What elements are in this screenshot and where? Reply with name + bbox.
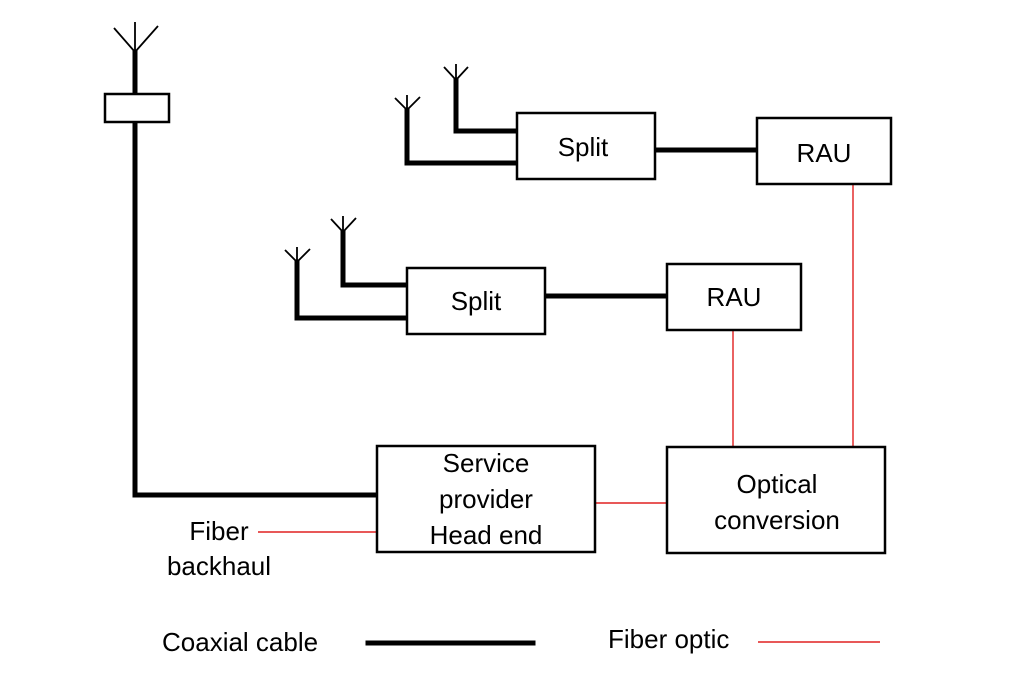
coax-antenna-top-a bbox=[453, 77, 520, 134]
antenna-icon bbox=[113, 22, 159, 53]
rau-mid-box bbox=[665, 262, 803, 332]
head-end-label-line3: Head end bbox=[430, 520, 543, 550]
coax-mast-to-head-end bbox=[132, 49, 380, 498]
rau-mid-label: RAU bbox=[707, 282, 762, 312]
coax-antenna-mid-b bbox=[294, 259, 410, 321]
head-end-label-line1: Service bbox=[443, 448, 530, 478]
legend-fiber-label: Fiber optic bbox=[608, 624, 729, 654]
optical-conversion-label-line1: Optical bbox=[737, 469, 818, 499]
mast-connector bbox=[103, 92, 171, 124]
legend-coaxial-label: Coaxial cable bbox=[162, 627, 318, 657]
head-end-label-line2: provider bbox=[439, 484, 533, 514]
rau-top-label: RAU bbox=[797, 138, 852, 168]
optical-conversion-label-line2: conversion bbox=[714, 505, 840, 535]
coax-antenna-top-b bbox=[404, 107, 520, 166]
antenna-icon bbox=[284, 247, 311, 263]
fiber-backhaul-label-line1: Fiber bbox=[189, 516, 249, 546]
legend: Coaxial cable Fiber optic bbox=[162, 624, 880, 657]
fiber-backhaul-label-line2: backhaul bbox=[167, 551, 271, 581]
antenna-icon bbox=[443, 64, 469, 81]
optical-conversion-box bbox=[665, 445, 887, 555]
antenna-icon bbox=[394, 95, 421, 111]
head-end-box bbox=[375, 444, 597, 554]
antenna-icon bbox=[330, 216, 357, 233]
split-top-box bbox=[515, 111, 657, 181]
rau-top-box bbox=[755, 116, 893, 186]
split-mid-label: Split bbox=[451, 286, 502, 316]
coax-antenna-mid-a bbox=[340, 229, 410, 288]
split-top-label: Split bbox=[558, 132, 609, 162]
split-mid-box bbox=[405, 266, 547, 336]
